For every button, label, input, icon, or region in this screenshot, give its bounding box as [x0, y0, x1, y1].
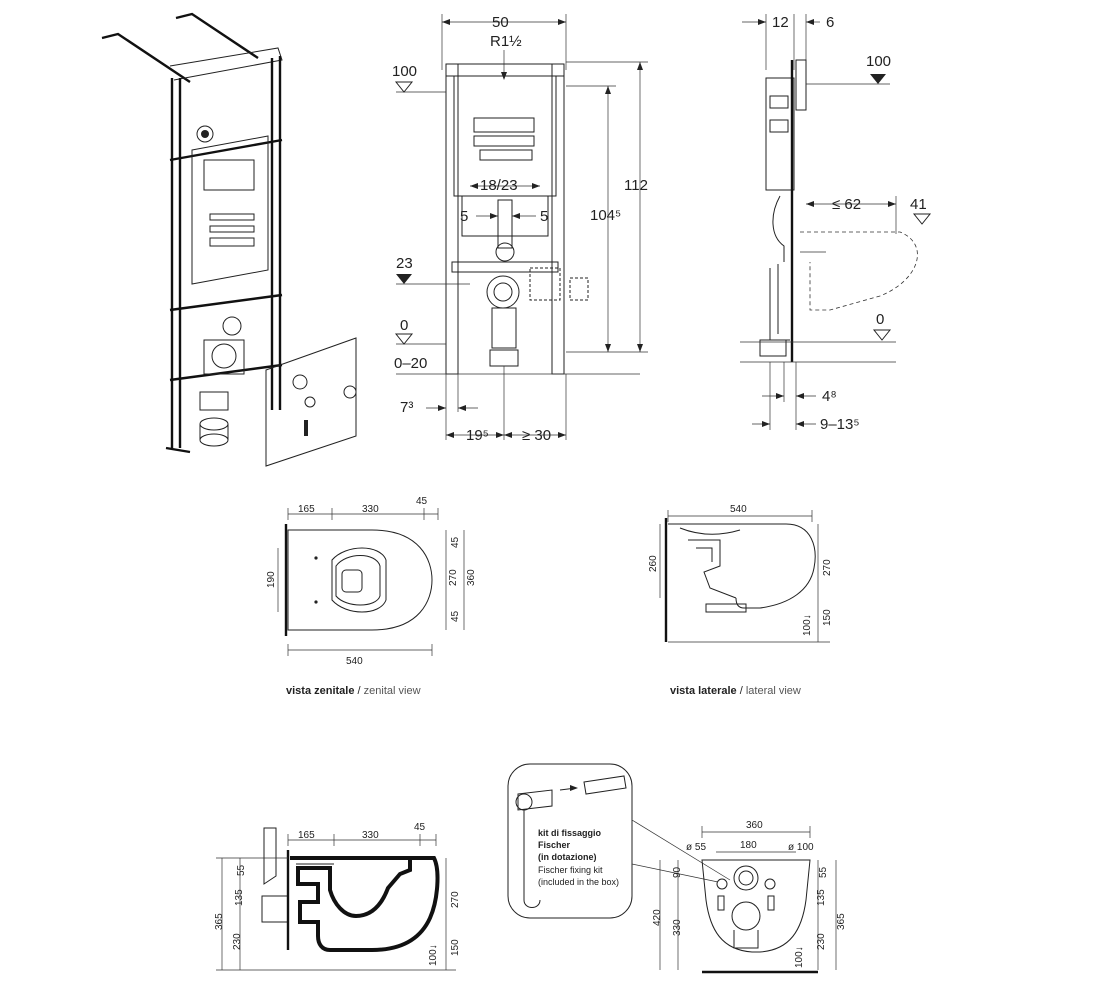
- toilet-rear-view: 360 ø 55 180 ø 100 420 90 330 55 135 230…: [652, 820, 847, 974]
- section-top-b: 330: [362, 830, 379, 841]
- zenital-top-b: 330: [362, 504, 379, 515]
- zenital-right-c: 45: [450, 610, 461, 622]
- front-level-mid: 23: [396, 255, 413, 272]
- rear-d-left: ø 55: [686, 842, 706, 853]
- kit-title-1: kit di fissaggio: [538, 828, 602, 838]
- rear-left-b: 330: [672, 919, 683, 936]
- side-top-left: 12: [772, 14, 789, 31]
- zenital-total: 360: [466, 569, 477, 586]
- lateral-right-b: 150: [822, 609, 833, 626]
- front-pipe-right: 5: [540, 208, 548, 225]
- lateral-left: 260: [648, 555, 659, 572]
- zenital-left: 190: [266, 571, 277, 588]
- rear-left-total: 420: [652, 909, 663, 926]
- rear-d-right: ø 100: [788, 842, 814, 853]
- front-pipe-left: 5: [460, 208, 468, 225]
- section-left-total: 365: [214, 913, 225, 930]
- section-right-b: 150: [450, 939, 461, 956]
- installation-frame-isometric: [101, 12, 357, 467]
- side-level-floor: 0: [876, 311, 884, 328]
- lateral-caption: vista laterale / lateral view: [670, 685, 801, 697]
- front-foot-left: 7³: [400, 399, 413, 416]
- zenital-right-a: 45: [450, 536, 461, 548]
- kit-en-1: Fischer fixing kit: [538, 865, 603, 875]
- lateral-right-c: 100↓: [802, 614, 813, 636]
- section-right-c: 100↓: [428, 944, 439, 966]
- rear-right-a: 55: [818, 866, 829, 878]
- section-left-b: 135: [234, 889, 245, 906]
- side-projection: ≤ 62: [832, 196, 861, 213]
- side-seat-level: 41: [910, 196, 927, 213]
- rear-top: 360: [746, 820, 763, 831]
- lateral-top: 540: [730, 504, 747, 515]
- side-wall-range: 9–13⁵: [820, 416, 860, 433]
- zenital-bottom: 540: [346, 656, 363, 667]
- front-level-top: 100: [392, 63, 417, 80]
- section-top-a: 165: [298, 830, 315, 841]
- zenital-right-b: 270: [448, 569, 459, 586]
- front-foot-offset: 19⁵: [466, 427, 489, 444]
- front-thread-dim: R1½: [490, 33, 522, 50]
- lateral-right-a: 270: [822, 559, 833, 576]
- kit-title-2: Fischer: [538, 840, 571, 850]
- zenital-top-a: 165: [298, 504, 315, 515]
- toilet-zenital-view: 165 330 45 190 45 270 45 360 540 vista z…: [266, 496, 477, 697]
- front-level-floor: 0: [400, 317, 408, 334]
- rear-floor: 100↓: [794, 946, 805, 968]
- rear-left-a: 90: [672, 866, 683, 878]
- side-top-right: 6: [826, 14, 834, 31]
- front-height-inner: 104⁵: [590, 207, 621, 224]
- front-width-dim: 50: [492, 14, 509, 31]
- toilet-section-view: 165 330 45 365 55 135 230 270 150 100↓: [214, 822, 461, 971]
- side-level-top: 100: [866, 53, 891, 70]
- front-foot-min: ≥ 30: [522, 427, 551, 444]
- kit-title-3: (in dotazione): [538, 852, 597, 862]
- front-floor-range: 0–20: [394, 355, 427, 372]
- zenital-top-c: 45: [416, 496, 428, 507]
- toilet-lateral-view: 540 260 270 150 100↓ vista laterale / la…: [648, 504, 833, 697]
- installation-frame-front-view: 50 R1½ 100 23 0 0–20: [392, 14, 648, 444]
- rear-right-total: 365: [836, 913, 847, 930]
- rear-right-b: 135: [816, 889, 827, 906]
- front-height-total: 112: [624, 177, 648, 194]
- side-foot-depth: 4⁸: [822, 388, 837, 405]
- installation-frame-side-view: 12 6 100 ≤ 62 41 0: [740, 14, 932, 433]
- section-left-c: 230: [232, 933, 243, 950]
- section-left-a: 55: [236, 864, 247, 876]
- rear-right-c: 230: [816, 933, 827, 950]
- kit-en-2: (included in the box): [538, 877, 619, 887]
- fischer-kit-callout: kit di fissaggio Fischer (in dotazione) …: [507, 763, 731, 919]
- rear-mid: 180: [740, 840, 757, 851]
- front-spacing: 18/23: [480, 177, 518, 194]
- zenital-caption: vista zenitale / zenital view: [286, 685, 421, 697]
- section-right-a: 270: [450, 891, 461, 908]
- section-top-c: 45: [414, 822, 426, 833]
